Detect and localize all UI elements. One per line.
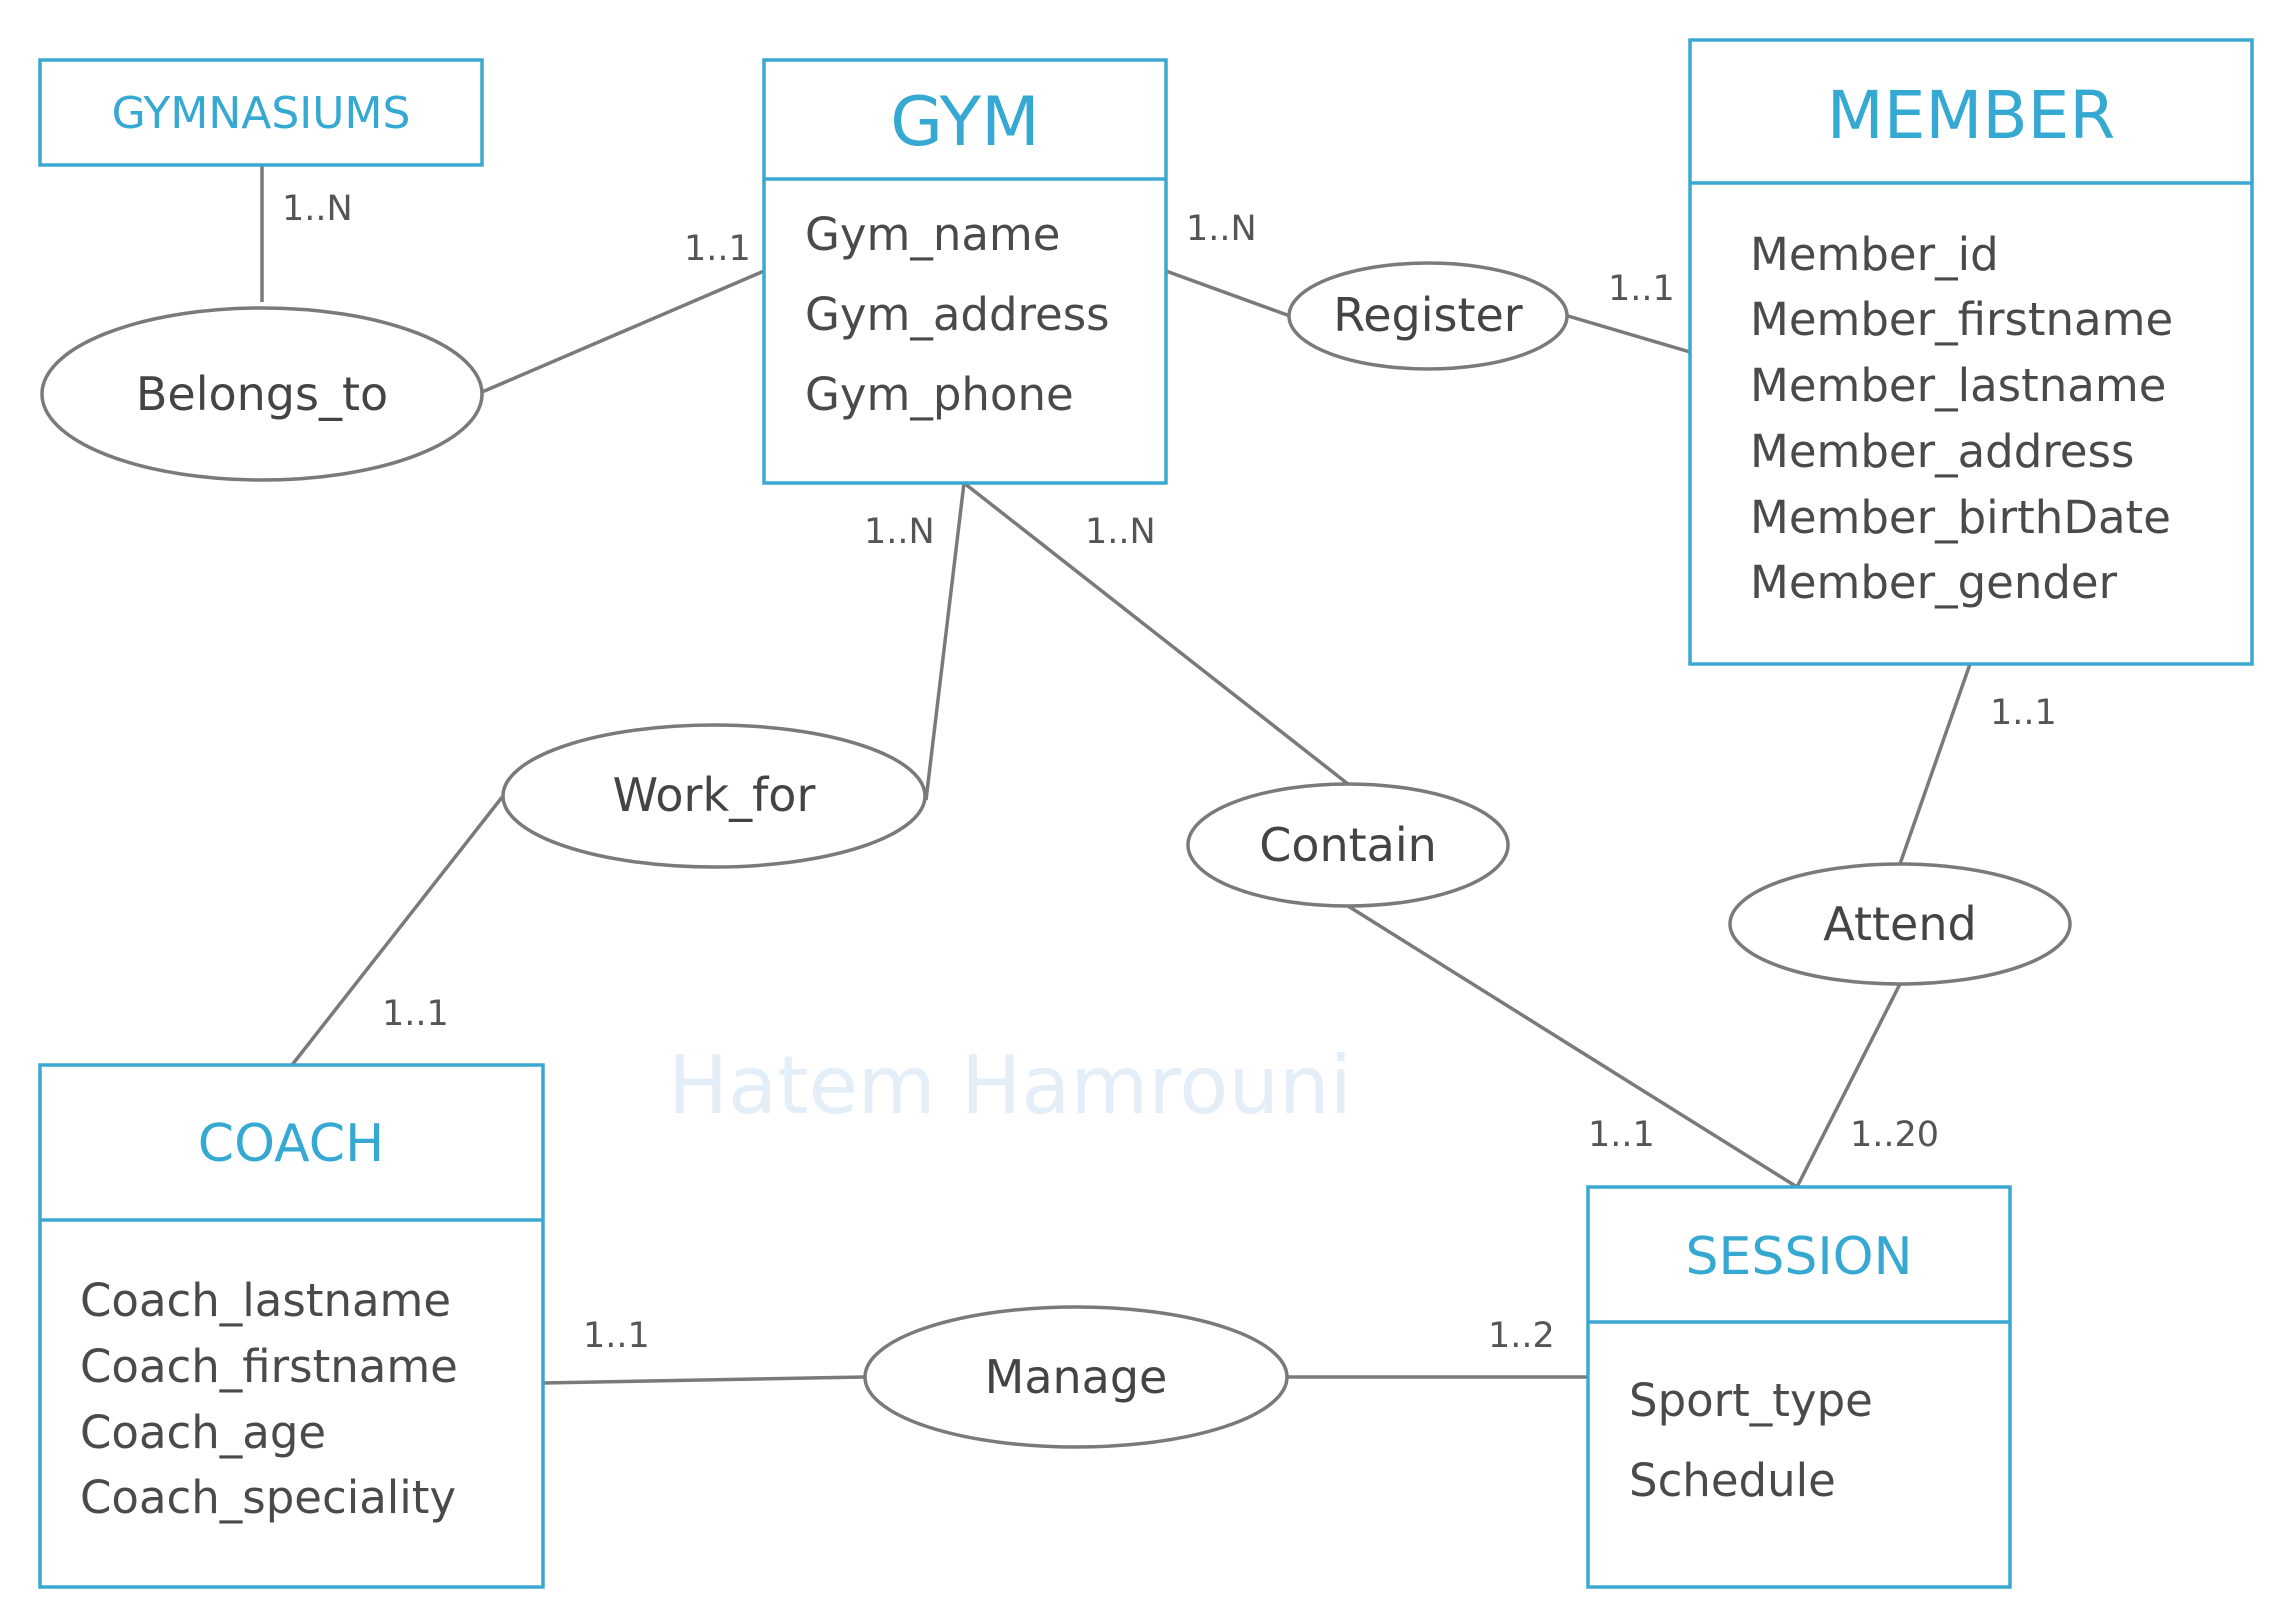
relationship-belongs-to: Belongs_to bbox=[40, 306, 484, 482]
gymnasiums-title: GYMNASIUMS bbox=[112, 88, 411, 139]
connectors bbox=[260, 165, 1972, 1385]
line-register-member bbox=[1567, 314, 1691, 354]
session-attribute: Sport_type bbox=[1629, 1374, 1873, 1427]
watermark-text: Hatem Hamrouni bbox=[668, 1039, 1352, 1132]
cardinality-label: 1..1 bbox=[382, 994, 449, 1034]
coach-title: COACH bbox=[198, 1114, 384, 1174]
attend-label: Attend bbox=[1823, 897, 1976, 951]
coach-attribute: Coach_firstname bbox=[80, 1340, 458, 1393]
line-member-attend bbox=[1898, 663, 1972, 865]
line-attend-session bbox=[1795, 983, 1902, 1188]
register-label: Register bbox=[1333, 288, 1522, 342]
line-work-for-coach bbox=[290, 794, 505, 1067]
coach-attribute: Coach_age bbox=[80, 1406, 326, 1459]
member-title: MEMBER bbox=[1827, 77, 2115, 154]
cardinality-label: 1..1 bbox=[583, 1316, 650, 1356]
entity-gym: GYM Gym_name Gym_address Gym_phone bbox=[762, 58, 1168, 485]
register-ellipse bbox=[1287, 261, 1569, 371]
cardinality-label: 1..N bbox=[864, 512, 935, 552]
cardinality-label: 1..N bbox=[1085, 512, 1156, 552]
line-gym-register bbox=[1165, 269, 1291, 318]
manage-ellipse bbox=[863, 1305, 1289, 1449]
cardinalities: 1..N 1..1 1..N 1..1 1..N 1..N 1..1 1..1 … bbox=[282, 189, 2057, 1356]
cardinality-label: 1..20 bbox=[1850, 1115, 1939, 1155]
relationship-contain: Contain bbox=[1186, 782, 1510, 908]
member-attribute: Member_gender bbox=[1750, 556, 2118, 609]
manage-label: Manage bbox=[985, 1350, 1168, 1404]
cardinality-label: 1..N bbox=[282, 189, 353, 229]
relationship-manage: Manage bbox=[863, 1305, 1289, 1449]
cardinality-label: 1..1 bbox=[1990, 693, 2057, 733]
member-attribute: Member_address bbox=[1750, 425, 2134, 478]
session-attribute: Schedule bbox=[1629, 1454, 1836, 1507]
coach-attribute: Coach_speciality bbox=[80, 1471, 456, 1524]
member-box bbox=[1688, 38, 2254, 666]
line-gym-work-for bbox=[924, 482, 966, 801]
belongs-to-ellipse bbox=[40, 306, 484, 482]
coach-box bbox=[38, 1063, 545, 1589]
line-contain-session bbox=[1347, 904, 1798, 1189]
gymnasiums-box bbox=[38, 58, 484, 167]
belongs-to-label: Belongs_to bbox=[136, 367, 388, 421]
member-attribute: Member_lastname bbox=[1750, 359, 2166, 412]
relationship-work-for: Work_for bbox=[501, 723, 927, 869]
cardinality-label: 1..N bbox=[1186, 209, 1257, 249]
session-title: SESSION bbox=[1685, 1227, 1912, 1287]
session-box bbox=[1586, 1185, 2012, 1589]
gym-title: GYM bbox=[890, 83, 1040, 162]
relationship-attend: Attend bbox=[1728, 862, 2072, 986]
entity-gymnasiums: GYMNASIUMS bbox=[38, 58, 484, 167]
cardinality-label: 1..1 bbox=[1588, 1115, 1655, 1155]
entity-member: MEMBER Member_id Member_firstname Member… bbox=[1688, 38, 2254, 666]
member-attribute: Member_firstname bbox=[1750, 293, 2173, 346]
work-for-label: Work_for bbox=[613, 768, 816, 822]
member-attribute: Member_id bbox=[1750, 228, 1999, 281]
entity-coach: COACH Coach_lastname Coach_firstname Coa… bbox=[38, 1063, 545, 1589]
coach-attribute: Coach_lastname bbox=[80, 1274, 451, 1327]
line-coach-manage bbox=[542, 1375, 865, 1385]
entity-session: SESSION Sport_type Schedule bbox=[1586, 1185, 2012, 1589]
cardinality-label: 1..1 bbox=[684, 229, 751, 269]
member-attribute: Member_birthDate bbox=[1750, 491, 2171, 544]
contain-ellipse bbox=[1186, 782, 1510, 908]
cardinality-label: 1..1 bbox=[1608, 269, 1675, 309]
cardinality-label: 1..2 bbox=[1488, 1316, 1555, 1356]
relationship-register: Register bbox=[1287, 261, 1569, 371]
gym-attribute: Gym_name bbox=[805, 208, 1060, 261]
contain-label: Contain bbox=[1259, 818, 1437, 872]
line-gym-contain bbox=[962, 481, 1350, 786]
gym-attribute: Gym_address bbox=[805, 288, 1110, 341]
attend-ellipse bbox=[1728, 862, 2072, 986]
gym-attribute: Gym_phone bbox=[805, 368, 1074, 421]
work-for-ellipse bbox=[501, 723, 927, 869]
line-belongs-to-gym bbox=[481, 269, 765, 394]
gym-box bbox=[762, 58, 1168, 485]
